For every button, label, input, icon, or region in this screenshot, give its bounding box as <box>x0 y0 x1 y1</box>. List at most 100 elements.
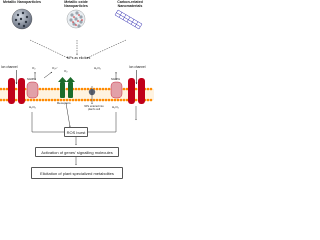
membrane-head <box>38 98 42 102</box>
metallic-nanoparticle-image <box>11 8 33 30</box>
membrane-head <box>134 98 138 102</box>
membrane-head <box>149 98 153 102</box>
receptor-shapes <box>58 77 75 98</box>
membrane-head <box>47 87 51 91</box>
o2-left-label: O₂ <box>32 66 36 70</box>
membrane-head <box>26 98 30 102</box>
nadph-right-label: NADPH <box>111 78 121 81</box>
membrane-head <box>104 87 108 91</box>
o2-radical-left-label: O₂•⁻ <box>52 66 59 70</box>
signal-lines <box>31 102 137 166</box>
membrane-head <box>0 87 3 91</box>
membrane-head <box>110 98 114 102</box>
membrane-head <box>32 98 36 102</box>
membrane-head <box>0 98 3 102</box>
membrane-head <box>80 98 84 102</box>
nadph-oxidase-right-shape <box>110 81 123 99</box>
membrane-head <box>119 98 123 102</box>
membrane-head <box>77 98 81 102</box>
membrane-head <box>146 98 150 102</box>
membrane-head <box>53 98 57 102</box>
carbon-related-label: Carbon-related Nanomaterials <box>117 0 143 8</box>
metallic-oxide-np-label: Metallic oxide Nanoparticles <box>64 0 88 8</box>
membrane-head <box>38 87 42 91</box>
diagram-graphics <box>0 8 154 166</box>
membrane-head <box>101 98 105 102</box>
membrane-head <box>29 98 33 102</box>
membrane-head <box>98 98 102 102</box>
nadph-left-label: NADPH <box>27 78 37 81</box>
membrane-head <box>92 98 96 102</box>
membrane-head <box>53 87 57 91</box>
membrane-head <box>104 98 108 102</box>
membrane-head <box>83 98 87 102</box>
ion-channel-left-label: Ion channel <box>1 65 18 69</box>
membrane-head <box>122 87 126 91</box>
membrane-head <box>65 98 69 102</box>
membrane-head <box>41 87 45 91</box>
membrane-head <box>77 87 81 91</box>
membrane-head <box>47 98 51 102</box>
membrane-head <box>62 98 66 102</box>
membrane-head <box>50 98 54 102</box>
membrane-head <box>35 98 39 102</box>
membrane-head <box>107 87 111 91</box>
metallic-oxide-nanoparticle-image <box>66 9 86 29</box>
membrane-head <box>86 98 90 102</box>
ros-burst-box: ROS burst <box>64 127 88 137</box>
ion-channel-right-shape <box>128 70 145 104</box>
membrane-head <box>68 98 72 102</box>
membrane-head <box>125 98 129 102</box>
ion-channel-left-shape <box>8 70 25 104</box>
membrane-head <box>125 87 129 91</box>
h2o2-right-inner-label: H₂O₂ <box>112 105 119 109</box>
membrane-head <box>41 98 45 102</box>
membrane-head <box>74 87 78 91</box>
membrane-head <box>122 98 126 102</box>
membrane-head <box>149 87 153 91</box>
ion-channel-right-label: Ion channel <box>129 65 146 69</box>
membrane-head <box>95 98 99 102</box>
activation-box: Activation of genes' signalling molecule… <box>35 147 119 157</box>
np-as-elicitors-label: NPs as elicitors <box>67 56 91 60</box>
membrane-head <box>50 87 54 91</box>
membrane-arrows <box>34 71 117 105</box>
carbon-nanotube-image <box>114 9 143 30</box>
membrane-head <box>146 87 150 91</box>
elicitation-box: Elicitation of plant specialized metabol… <box>31 167 123 179</box>
membrane-head <box>86 87 90 91</box>
membrane-head <box>134 87 138 91</box>
receptors-label: Receptors <box>57 101 71 105</box>
membrane-head <box>107 98 111 102</box>
membrane-head <box>2 87 6 91</box>
membrane-head <box>113 98 117 102</box>
membrane-head <box>14 87 18 91</box>
membrane-head <box>5 98 9 102</box>
membrane-head <box>116 98 120 102</box>
membrane-head <box>101 87 105 91</box>
h2o2-left-label: H₂O₂ <box>29 105 36 109</box>
cell-membrane <box>0 87 154 102</box>
elicitor-dashed-arrows <box>29 39 127 59</box>
nadph-oxidase-left-shape <box>26 81 39 99</box>
metallic-np-label: Metallic Nanoparticles <box>3 0 41 4</box>
membrane-head <box>71 98 75 102</box>
membrane-head <box>44 87 48 91</box>
membrane-head <box>74 98 78 102</box>
o2-center-label: O₂ <box>64 69 68 73</box>
membrane-head <box>95 87 99 91</box>
nps-entered-label: NPs entered into plant's cell <box>84 105 104 111</box>
h2o2-right-label: H₂O₂ <box>94 66 101 70</box>
membrane-head <box>98 87 102 91</box>
membrane-head <box>56 98 60 102</box>
membrane-head <box>89 98 93 102</box>
membrane-head <box>56 87 60 91</box>
membrane-head <box>14 98 18 102</box>
membrane-head <box>80 87 84 91</box>
membrane-head <box>44 98 48 102</box>
membrane-head <box>5 87 9 91</box>
membrane-head <box>65 87 69 91</box>
membrane-head <box>2 98 6 102</box>
elicitation-diagram: Metallic Nanoparticles Metallic oxide Na… <box>0 0 154 189</box>
membrane-head <box>59 98 63 102</box>
